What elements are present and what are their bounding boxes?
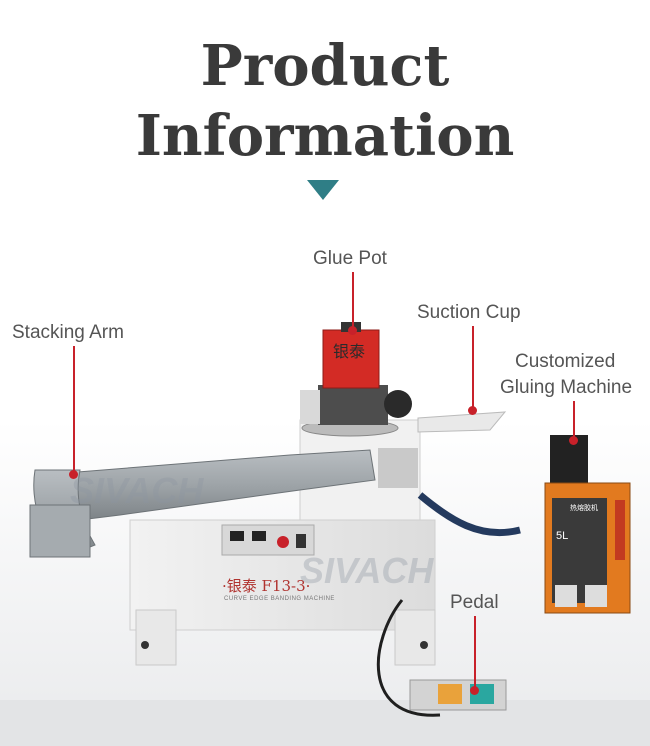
gluer-capacity: 5L: [556, 530, 569, 542]
down-triangle-icon: [307, 180, 339, 200]
callout-dot-stacking-arm: [69, 470, 78, 479]
label-customized: Customized: [515, 351, 616, 372]
callout-dot-glue-pot: [348, 326, 357, 335]
callout-line-stacking-arm: [73, 346, 75, 474]
label-stacking-arm: Stacking Arm: [12, 322, 124, 343]
callout-line-pedal: [474, 616, 476, 690]
page-title-line2: Information: [135, 103, 515, 169]
callout-dot-suction-cup: [468, 406, 477, 415]
page-title-line1: Product: [200, 33, 450, 99]
callout-line-suction-cup: [472, 326, 474, 411]
machine-subtitle: CURVE EDGE BANDING MACHINE: [224, 596, 335, 602]
watermark-center: SIVACH: [300, 550, 434, 591]
machine-brand: ·银泰 F13-3·: [222, 577, 311, 595]
label-gluing-machine: Gluing Machine: [500, 377, 633, 398]
label-suction-cup: Suction Cup: [417, 302, 521, 323]
label-pedal: Pedal: [450, 592, 499, 613]
glue-pot-text: 银泰: [333, 342, 366, 361]
callout-line-gluing-machine: [573, 401, 575, 441]
callout-dot-pedal: [470, 686, 479, 695]
gluer-head-text: 热熔胶机: [570, 505, 598, 512]
callout-dot-gluing-machine: [569, 436, 578, 445]
watermark-left: SIVACH: [70, 470, 204, 511]
label-glue-pot: Glue Pot: [313, 248, 387, 269]
callout-line-glue-pot: [352, 272, 354, 330]
